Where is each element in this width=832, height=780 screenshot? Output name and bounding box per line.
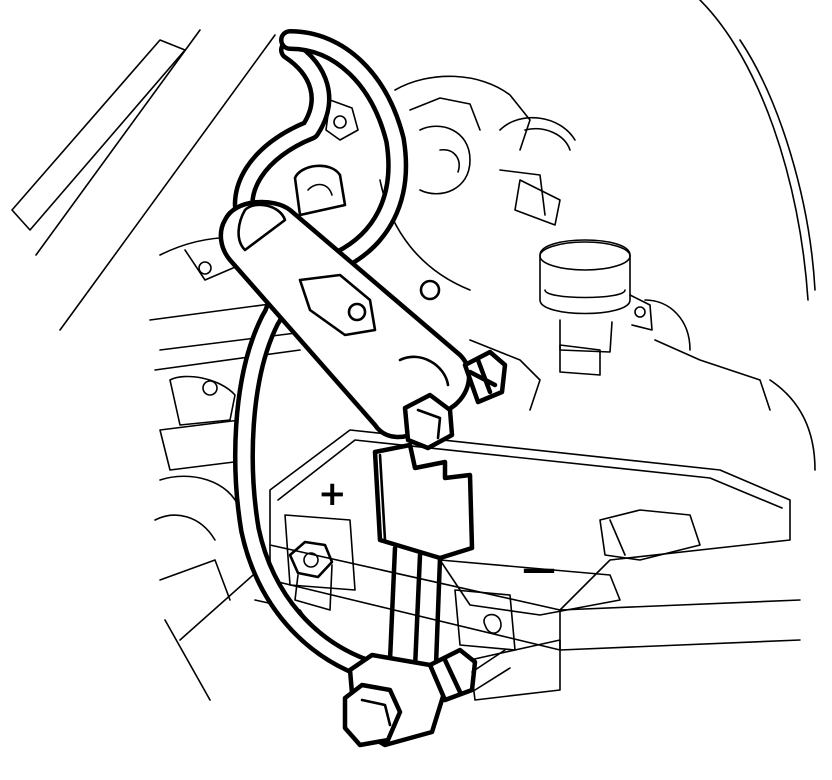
lower-bolt-nut — [342, 647, 511, 748]
cable-clamp-bracket — [218, 199, 472, 440]
upper-bolt — [402, 349, 508, 451]
negative-terminal-symbol: — — [522, 549, 556, 589]
cable-terminal-lug — [372, 442, 475, 671]
fender-panel — [11, 29, 276, 331]
positive-terminal-symbol: + — [318, 474, 347, 514]
positive-terminal-nut — [288, 540, 334, 611]
